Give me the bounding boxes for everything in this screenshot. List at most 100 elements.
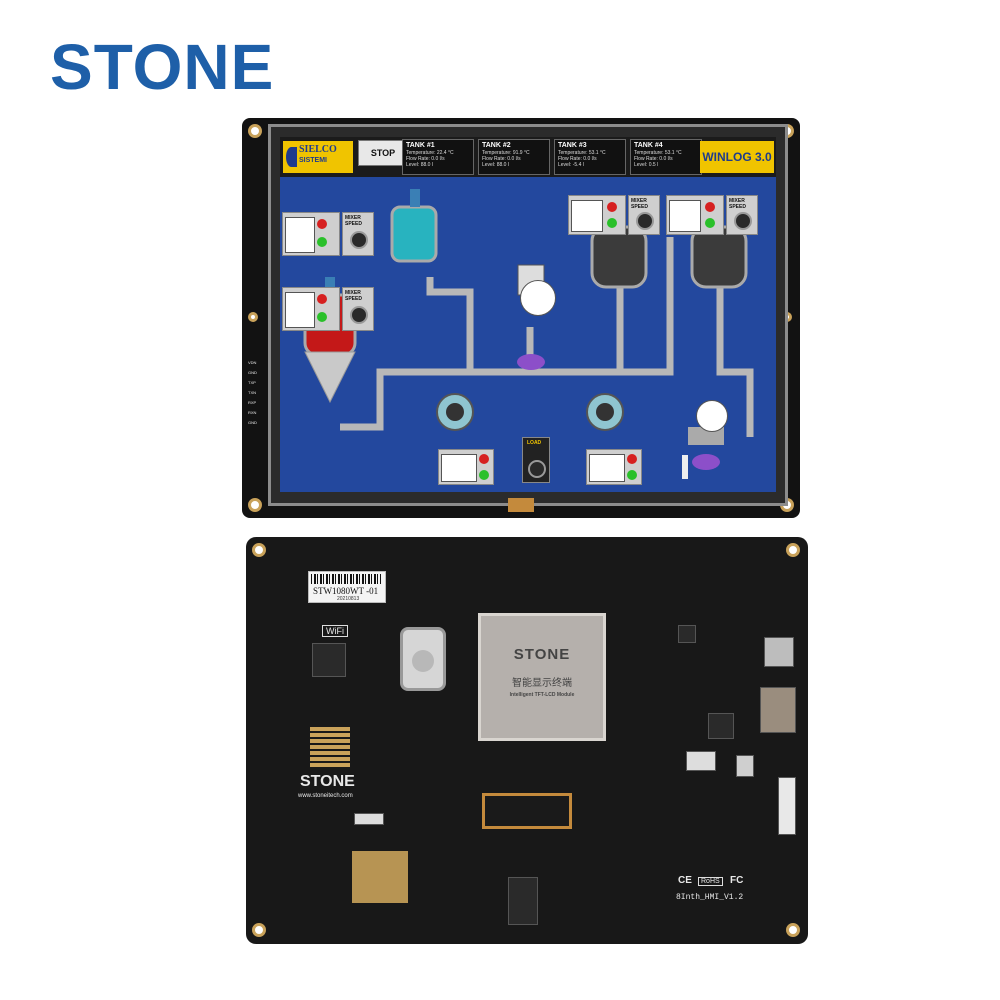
row-label: Temperature: bbox=[558, 150, 588, 156]
cert-fcc: FC bbox=[730, 875, 744, 886]
output-gauge-icon bbox=[696, 400, 728, 432]
mixer-speed-label: MIXER SPEED bbox=[729, 198, 746, 210]
tank-panel-4: TANK #4 Temperature: 53.1 °C Flow Rate: … bbox=[630, 139, 702, 175]
tank-title: TANK #1 bbox=[406, 142, 435, 149]
mixer-speed-label: MIXER SPEED bbox=[345, 215, 362, 227]
mixer-speed-widget: MIXER SPEED bbox=[726, 195, 758, 235]
coin-cell-icon bbox=[412, 650, 434, 672]
green-lamp-icon bbox=[607, 218, 617, 228]
pin-label: GND bbox=[248, 420, 257, 425]
row-label: Flow Rate: bbox=[558, 156, 582, 162]
logo-bottom-text: SISTEMI bbox=[299, 157, 328, 164]
tank-panel-1: TANK #1 Temperature: 22.4 °C Flow Rate: … bbox=[402, 139, 474, 175]
board-version: 8Inth_HMI_V1.2 bbox=[676, 893, 744, 902]
gauge-dial-icon bbox=[589, 454, 625, 482]
mount-hole bbox=[248, 312, 258, 322]
ic-chip bbox=[708, 713, 734, 739]
row-label: Flow Rate: bbox=[482, 156, 506, 162]
load-label: LOAD bbox=[527, 440, 542, 446]
main-chip: STONE 智能显示终端 Intelligent TFT-LCD Module bbox=[478, 613, 606, 741]
load-widget: LOAD bbox=[522, 437, 550, 483]
gauge-widget bbox=[568, 195, 626, 235]
sd-card-slot bbox=[760, 687, 796, 733]
sielco-logo: SIELCO SISTEMI bbox=[283, 141, 353, 173]
pin-labels: VDN GND TXP TXN RXP RXN GND bbox=[248, 358, 268, 428]
tank-panel-3: TANK #3 Temperature: 53.1 °C Flow Rate: … bbox=[554, 139, 626, 175]
lcd-frame: SIELCO SISTEMI STOP TANK #1 Temperature:… bbox=[268, 124, 788, 506]
speed-knob[interactable] bbox=[350, 231, 368, 249]
gauge-dial-icon bbox=[285, 217, 315, 253]
green-lamp-icon bbox=[479, 470, 489, 480]
tank-flow: 0.0 l/s bbox=[583, 156, 597, 162]
tank-level: 88.0 l bbox=[420, 162, 433, 168]
crystal bbox=[736, 755, 754, 777]
tank-level: -5.4 l bbox=[572, 162, 584, 168]
pin-header bbox=[778, 777, 796, 835]
mixer-speed-widget: MIXER SPEED bbox=[342, 287, 374, 331]
row-label: Flow Rate: bbox=[634, 156, 658, 162]
tank-temp: 53.1 °C bbox=[588, 150, 606, 156]
gold-pad bbox=[352, 851, 408, 903]
mixer-speed-widget: MIXER SPEED bbox=[628, 195, 660, 235]
red-lamp-icon bbox=[705, 202, 715, 212]
chip-title: STONE bbox=[513, 646, 571, 663]
pipe-network bbox=[340, 237, 754, 437]
pin-label: RXP bbox=[248, 400, 257, 405]
pin-label: TXP bbox=[248, 380, 256, 385]
wifi-chip bbox=[312, 643, 346, 677]
tank-temp: 53.1 °C bbox=[664, 150, 682, 156]
red-lamp-icon bbox=[627, 454, 637, 464]
speed-knob[interactable] bbox=[734, 212, 752, 230]
stop-button[interactable]: STOP bbox=[358, 140, 408, 166]
tank-flow: 0.0 l/s bbox=[431, 156, 445, 162]
sticker-date: 20210813 bbox=[337, 596, 360, 602]
gauge-widget bbox=[666, 195, 724, 235]
row-label: Temperature: bbox=[634, 150, 664, 156]
gauge-widget bbox=[282, 287, 340, 331]
green-lamp-icon bbox=[627, 470, 637, 480]
inductor bbox=[678, 625, 696, 643]
load-knob[interactable] bbox=[528, 460, 546, 478]
mount-hole bbox=[786, 923, 800, 937]
row-label: Level: bbox=[406, 162, 420, 168]
red-lamp-icon bbox=[607, 202, 617, 212]
tank-level: 0.5 l bbox=[648, 162, 659, 168]
row-label: Level: bbox=[482, 162, 496, 168]
mount-hole bbox=[248, 498, 262, 512]
wifi-mark: WiFi bbox=[322, 625, 348, 637]
mixer-pipe bbox=[426, 277, 474, 372]
usb-port bbox=[764, 637, 794, 667]
gauge-widget bbox=[282, 212, 340, 256]
red-lamp-icon bbox=[479, 454, 489, 464]
speed-knob[interactable] bbox=[636, 212, 654, 230]
output-valve bbox=[682, 427, 724, 479]
speed-knob[interactable] bbox=[350, 306, 368, 324]
cert-rohs: RoHS bbox=[698, 877, 723, 886]
board-brand: STONE bbox=[300, 773, 355, 790]
tank-title: TANK #2 bbox=[482, 142, 511, 149]
model-sticker: STW1080WT -01 20210813 bbox=[308, 571, 386, 603]
qr-code-icon bbox=[310, 727, 350, 767]
red-lamp-icon bbox=[317, 219, 327, 229]
cert-ce: CE bbox=[678, 875, 692, 886]
mount-hole bbox=[252, 923, 266, 937]
pin-label: TXN bbox=[248, 390, 256, 395]
row-label: Flow Rate: bbox=[406, 156, 430, 162]
pin-label: VDN bbox=[248, 360, 257, 365]
mixer-speed-label: MIXER SPEED bbox=[345, 290, 362, 302]
pin-label: RXN bbox=[248, 410, 257, 415]
board-url: www.stoneitech.com bbox=[298, 793, 353, 799]
lcd-screen: SIELCO SISTEMI STOP TANK #1 Temperature:… bbox=[280, 137, 776, 492]
small-connector bbox=[354, 813, 384, 825]
flex-connector bbox=[508, 498, 534, 512]
right-pipe bbox=[716, 277, 754, 437]
green-lamp-icon bbox=[705, 218, 715, 228]
winlog-logo: WINLOG 3.0 bbox=[700, 141, 774, 173]
front-board: VDN GND TXP TXN RXP RXN GND SIELCO SISTE… bbox=[242, 118, 800, 518]
row-label: Temperature: bbox=[482, 150, 512, 156]
sticker-model: STW1080WT -01 bbox=[313, 586, 379, 596]
row-label: Level: bbox=[558, 162, 572, 168]
chip-chinese-text: 智能显示终端 bbox=[512, 678, 572, 689]
sielco-mark-icon bbox=[286, 147, 297, 167]
pin-label: GND bbox=[248, 370, 257, 375]
